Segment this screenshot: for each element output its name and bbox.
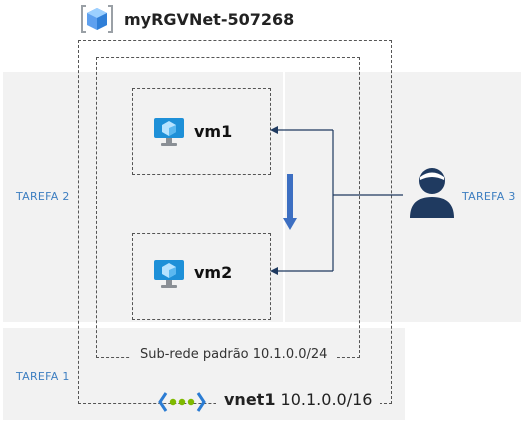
task2-panel bbox=[3, 72, 283, 322]
vm1-box[interactable] bbox=[132, 88, 271, 175]
vm2-label: vm2 bbox=[194, 263, 233, 282]
vnet-label: vnet1 10.1.0.0/16 bbox=[216, 388, 381, 411]
vm-traffic-arrow bbox=[283, 174, 297, 230]
resource-group-icon bbox=[81, 5, 113, 33]
resource-group-title: myRGVNet-507268 bbox=[124, 10, 295, 29]
subnet-label: Sub-rede padrão 10.1.0.0/24 bbox=[130, 345, 338, 364]
task2-label: TAREFA 2 bbox=[16, 190, 70, 203]
vm2-icon bbox=[154, 260, 184, 288]
task3-label: TAREFA 3 bbox=[462, 190, 516, 203]
vm2-box[interactable] bbox=[132, 233, 271, 320]
virtual-network-icon bbox=[158, 392, 206, 412]
task1-label: TAREFA 1 bbox=[16, 370, 70, 383]
vm1-label: vm1 bbox=[194, 122, 233, 141]
user-connector bbox=[270, 126, 403, 275]
vnet-name: vnet1 bbox=[224, 390, 276, 409]
vnet-address: 10.1.0.0/16 bbox=[280, 390, 373, 409]
vm1-icon bbox=[154, 118, 184, 146]
task3-panel bbox=[285, 72, 521, 322]
user-icon bbox=[410, 168, 454, 218]
